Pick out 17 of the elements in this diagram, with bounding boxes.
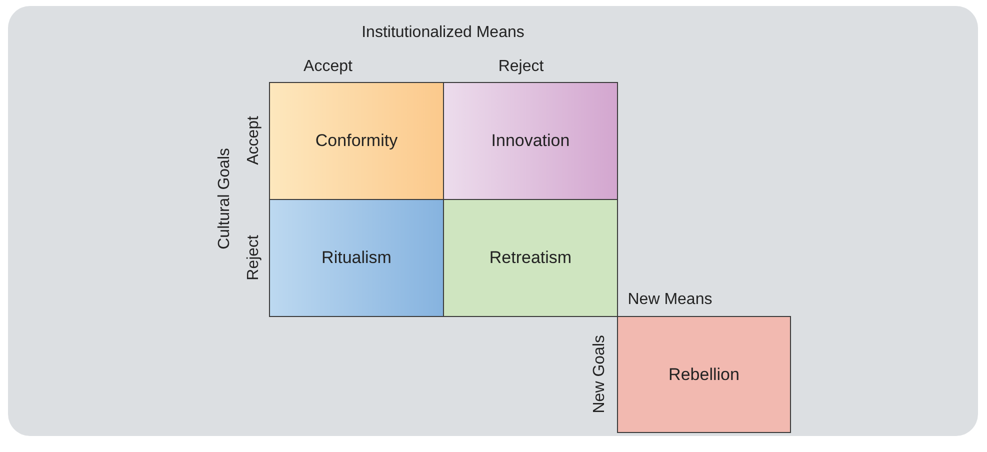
- category-cell: [443, 199, 618, 317]
- column-heading: New Means: [628, 292, 712, 308]
- category-cell: [269, 199, 444, 317]
- category-cell: [443, 82, 618, 200]
- category-cell: [269, 82, 444, 200]
- category-name: Ritualism: [322, 248, 392, 268]
- category-name: Conformity: [315, 131, 398, 151]
- row-heading: New Goals: [592, 334, 608, 414]
- category-name: Innovation: [491, 131, 570, 151]
- row-heading: Cultural Goals: [217, 148, 233, 250]
- category-name: Rebellion: [668, 364, 740, 384]
- category-name: Retreatism: [489, 248, 572, 268]
- column-heading: Reject: [498, 59, 544, 75]
- category-cell: [617, 316, 791, 433]
- column-heading: Institutionalized Means: [362, 25, 524, 41]
- row-heading: Reject: [246, 235, 262, 281]
- row-heading: Accept: [246, 116, 262, 164]
